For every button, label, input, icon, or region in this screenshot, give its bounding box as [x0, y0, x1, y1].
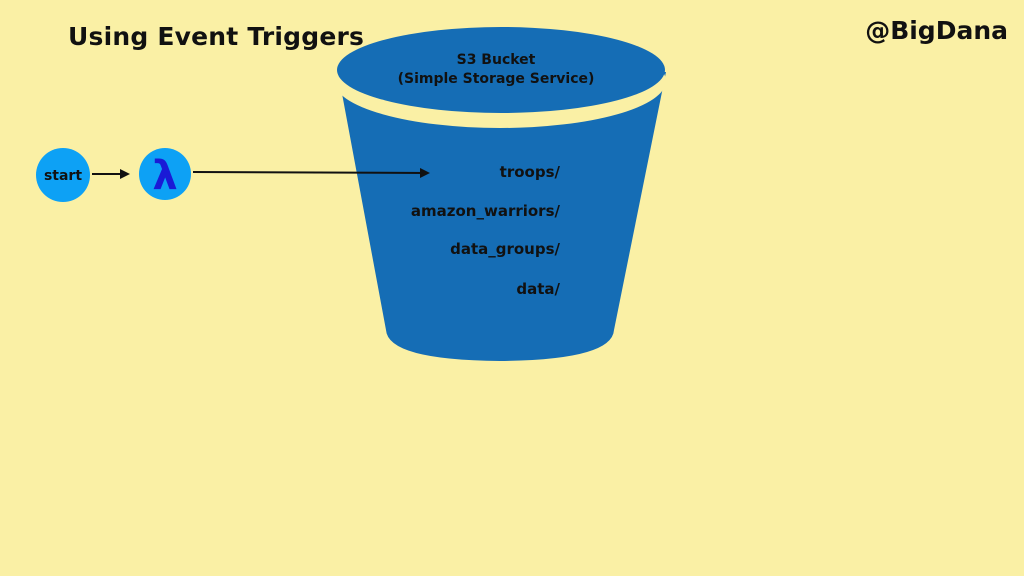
bucket-body — [338, 72, 666, 361]
folder-item: troops/ — [500, 163, 561, 181]
author-handle: @BigDana — [865, 16, 1008, 45]
s3-bucket: S3 Bucket (Simple Storage Service) troop… — [334, 27, 666, 361]
bucket-subtitle: (Simple Storage Service) — [398, 71, 595, 87]
start-node: start — [36, 148, 90, 202]
start-node-circle — [36, 148, 90, 202]
slide-title: Using Event Triggers — [68, 22, 365, 51]
folder-item: amazon_warriors/ — [411, 202, 561, 220]
bucket-lid — [337, 27, 665, 113]
folder-list: troops/ amazon_warriors/ data_groups/ da… — [411, 163, 561, 298]
lambda-icon: λ — [152, 153, 177, 199]
lambda-node-circle — [139, 148, 191, 200]
start-node-label: start — [44, 168, 82, 184]
bucket-title: S3 Bucket — [457, 52, 536, 68]
folder-item: data_groups/ — [450, 240, 560, 258]
folder-item: data/ — [516, 280, 560, 298]
arrow-lambda-to-bucket — [192, 167, 430, 178]
lambda-node: λ — [139, 148, 191, 200]
